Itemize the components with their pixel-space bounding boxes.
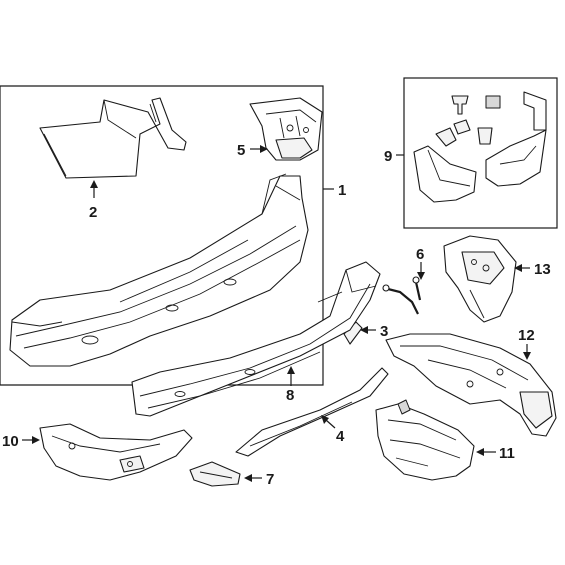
part-5-bracket [249,97,323,161]
callout-7: 7 [266,471,274,488]
callout-3: 3 [380,323,388,340]
callout-6: 6 [416,246,424,263]
callout-13: 13 [534,261,551,278]
callout-2: 2 [89,204,97,221]
part-10-side-bracket [39,423,193,481]
callout-1: 1 [338,182,346,199]
part-6-wiring-harness [382,276,422,315]
assembly-9-frame [403,77,558,229]
part-2-upper-trim-panel [39,97,187,179]
part-1-bumper-cover [9,173,309,367]
callout-9: 9 [384,148,392,165]
callout-4: 4 [336,428,345,445]
callout-10: 10 [2,433,19,450]
callout-11: 11 [499,445,515,462]
callout-8: 8 [286,387,294,404]
part-7-insert [189,461,241,487]
part-9-mud-flap-kit [413,91,547,203]
part-11-skid-plate [375,399,475,481]
leader-lines [22,145,531,482]
part-4-lower-strip [235,367,389,457]
part-8-reinforcement-beam [131,261,381,417]
callout-12: 12 [518,327,535,344]
part-13-shield [443,235,517,323]
callout-5: 5 [237,142,245,159]
assembly-1-frame [0,85,324,386]
part-12-valance-support [385,333,557,437]
